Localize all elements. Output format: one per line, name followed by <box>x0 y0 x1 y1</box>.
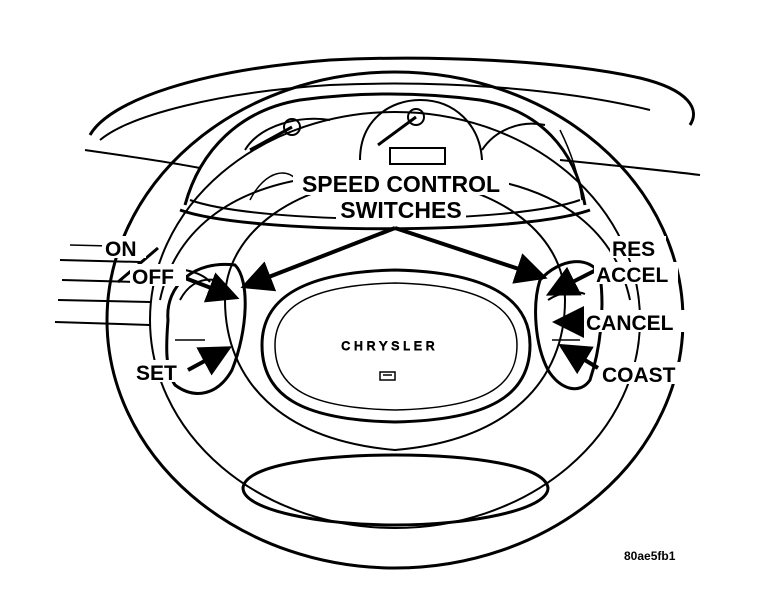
label-set: SET <box>136 362 177 385</box>
chrysler-logo: CHRYSLER <box>341 339 438 353</box>
label-res: RES <box>612 238 655 261</box>
figure-id: 80ae5fb1 <box>624 549 676 563</box>
airbag-hub: CHRYSLER <box>260 268 532 424</box>
arrow-set <box>187 346 233 376</box>
title-line-1: SPEED CONTROL <box>302 171 500 197</box>
arrow-to-left-pod <box>240 226 396 292</box>
label-cancel: CANCEL <box>586 312 674 335</box>
label-off: OFF <box>132 266 174 289</box>
labels: SPEED CONTROL SWITCHES ON OFF SET RES AC… <box>102 170 690 563</box>
label-coast: COAST <box>602 364 676 387</box>
title-line-2: SWITCHES <box>340 197 461 223</box>
arrow-coast <box>558 343 600 375</box>
arrow-off <box>184 272 240 303</box>
dashboard <box>54 56 701 326</box>
arrow-to-right-pod <box>394 226 548 284</box>
chrysler-emblem-icon <box>379 371 396 381</box>
label-accel: ACCEL <box>596 264 669 287</box>
arrow-res-accel <box>545 266 601 296</box>
label-on: ON <box>105 238 137 261</box>
lower-spoke-pad <box>241 453 550 527</box>
